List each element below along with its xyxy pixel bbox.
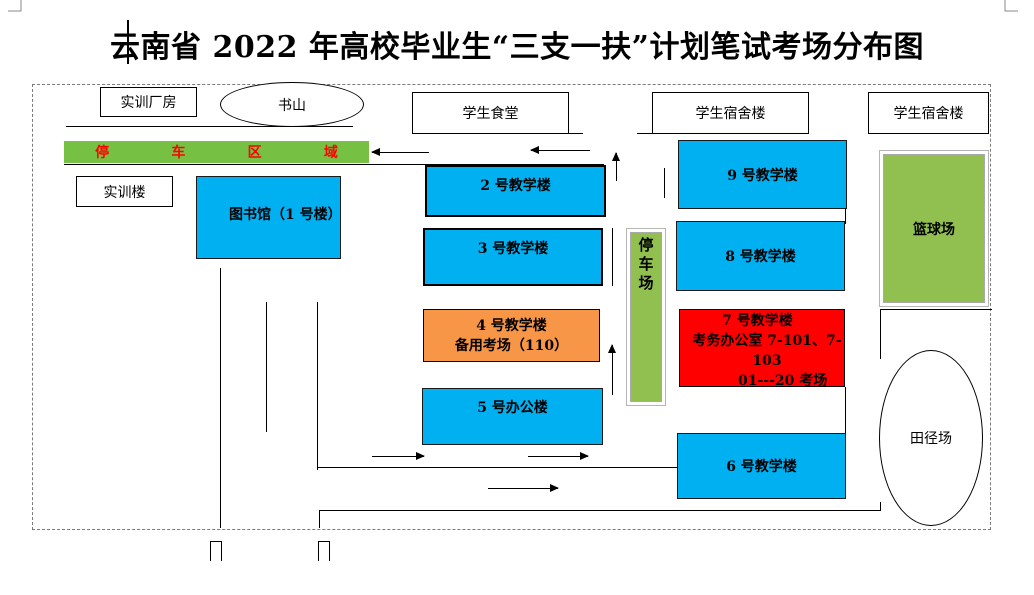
training-building-label: 实训楼	[103, 184, 146, 201]
road-line-v-3	[317, 302, 318, 470]
building-2-label: 2 号教学楼	[480, 178, 551, 194]
shushan-ellipse: 书山	[220, 82, 364, 127]
arrow-up-1	[612, 152, 620, 181]
building-2: 2 号教学楼	[425, 165, 606, 217]
arrow-right-2	[528, 452, 589, 460]
road-line-mid-b	[664, 168, 665, 198]
page-title: 云南省 2022 年高校毕业生“三支一扶”计划笔试考场分布图	[110, 30, 924, 65]
road-line-strip-bottom	[64, 164, 604, 165]
training-workshop-label: 实训厂房	[120, 95, 177, 111]
building-4-spare-room-label: 备用考场（110）	[454, 337, 569, 354]
road-line-mid-a	[612, 228, 613, 286]
road-line-col-right	[845, 209, 846, 224]
corner-mark-top-left	[8, 0, 22, 12]
dorm-a-box: 学生宿舍楼	[652, 92, 809, 134]
training-workshop-box: 实训厂房	[100, 87, 197, 117]
gate-post-left	[210, 541, 222, 561]
corner-mark-top-right	[1004, 0, 1018, 12]
road-line-top-right	[637, 133, 653, 134]
road-line-right-bottom	[880, 502, 881, 510]
parking-lot-label: 停车场	[636, 237, 655, 294]
exam-office-label: 考务办公室 7-101、7-103	[692, 333, 842, 369]
library-label: 图书馆（1 号楼）	[229, 207, 342, 223]
building-3: 3 号教学楼	[423, 228, 603, 286]
library-building: 图书馆（1 号楼）	[196, 176, 342, 259]
building-5-label: 5 号办公楼	[477, 400, 548, 416]
building-7-exam: 7 号教学楼 考务办公室 7-101、7-103 01---20 考场	[679, 309, 845, 389]
training-building-box: 实训楼	[76, 176, 173, 207]
building-6-label: 6 号教学楼	[726, 459, 797, 475]
building-9-label: 9 号教学楼	[727, 167, 798, 184]
road-line-v-2	[266, 302, 267, 432]
exam-rooms-label: 01---20 考场	[738, 373, 828, 389]
road-line-top-mid	[569, 133, 583, 134]
building-8: 8 号教学楼	[676, 221, 845, 291]
building-5-office: 5 号办公楼	[422, 388, 603, 445]
building-6: 6 号教学楼	[677, 433, 846, 499]
road-line-top-left	[66, 126, 353, 127]
building-8-label: 8 号教学楼	[725, 249, 796, 265]
arrow-left-2	[530, 146, 590, 154]
building-4-spare: 4 号教学楼 备用考场（110）	[423, 309, 600, 362]
parking-lot: 停车场	[626, 228, 666, 406]
arrow-right-3	[488, 484, 559, 492]
road-line-bottom-1	[317, 467, 677, 468]
basketball-court: 篮球场	[879, 150, 989, 307]
building-3-label: 3 号教学楼	[477, 241, 549, 257]
arrow-up-2	[608, 344, 616, 395]
dorm-b-box: 学生宿舍楼	[868, 92, 989, 134]
parking-strip: 停 车 区 域	[64, 141, 369, 163]
parking-strip-char-2: 车	[171, 145, 186, 161]
canteen-box: 学生食堂	[412, 92, 569, 134]
track-field-label: 田径场	[910, 431, 952, 447]
road-line-right-top	[880, 309, 992, 310]
arrow-left-1	[371, 148, 429, 156]
parking-strip-char-4: 域	[323, 145, 338, 161]
building-7-label: 7 号教学楼	[722, 313, 793, 329]
road-line-bottom-2-drop	[319, 510, 320, 528]
map-frame	[32, 84, 991, 530]
parking-strip-char-3: 区	[247, 145, 262, 161]
road-line-right-vert	[880, 309, 881, 359]
building-9: 9 号教学楼	[678, 140, 847, 209]
shushan-label: 书山	[278, 97, 306, 114]
road-line-col-right-2	[845, 387, 846, 433]
gate-post-right	[318, 541, 330, 561]
road-line-bottom-2	[319, 510, 881, 511]
text-cursor	[127, 20, 129, 64]
building-4-label: 4 号教学楼	[476, 317, 547, 334]
dorm-b-label: 学生宿舍楼	[893, 106, 964, 122]
parking-strip-char-1: 停	[95, 145, 110, 161]
track-field: 田径场	[879, 350, 983, 526]
dorm-a-label: 学生宿舍楼	[695, 106, 766, 122]
arrow-right-1	[372, 452, 425, 460]
canteen-label: 学生食堂	[462, 106, 519, 122]
basketball-court-label: 篮球场	[913, 221, 955, 238]
road-line-v-1	[220, 268, 221, 528]
